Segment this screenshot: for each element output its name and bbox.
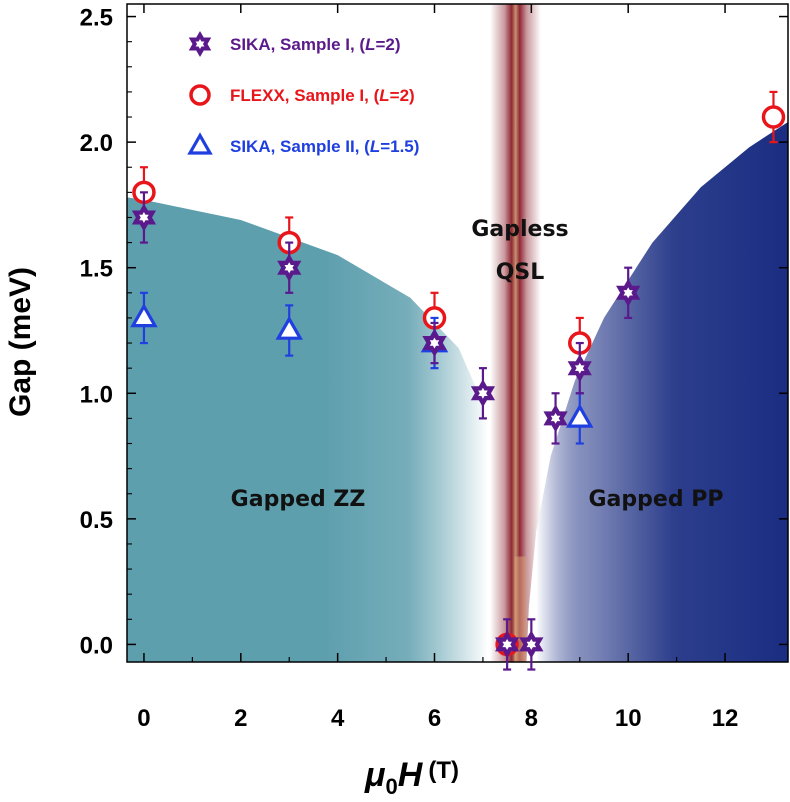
legend-label: FLEXX, Sample I, (L=2) [230,86,415,105]
legend-label-var: L [379,86,389,105]
legend: SIKA, Sample I, (L=2)FLEXX, Sample I, (L… [187,31,419,156]
marker-star-of-david-center [284,262,294,274]
data-point-star-of-david [495,618,520,671]
marker-triangle [130,303,158,328]
x-tick-label: 10 [615,705,642,732]
region-label-qsl-line2: QSL [496,260,545,285]
legend-label-prefix: SIKA, Sample I, ( [230,35,365,54]
data-point-star-of-david [422,321,447,365]
y-tick-label: 1.5 [80,256,113,283]
legend-label: SIKA, Sample II, (L=1.5) [230,137,419,156]
legend-item: FLEXX, Sample I, (L=2) [189,84,415,106]
legend-label-suffix: =2) [390,86,415,105]
gapless-qsl-band [490,4,542,662]
legend-label-suffix: =2) [375,35,400,54]
y-tick-label: 2.5 [80,5,113,32]
gapped-zz-region [127,197,515,662]
x-axis-title: μ0H(T) [364,756,459,799]
data-point-star-of-david [519,618,544,671]
data-point-star-of-david [131,191,157,244]
data-point-triangle [275,304,303,357]
legend-label-prefix: FLEXX, Sample I, ( [230,86,380,105]
phase-regions [127,4,788,662]
region-label-pp: Gapped PP [589,487,724,512]
marker-star-of-david-center [139,212,149,223]
legend-label-var: L [370,137,380,156]
data-point-star-of-david [567,341,592,395]
legend-label-suffix: =1.5) [380,137,419,156]
x-tick-label: 4 [331,705,345,732]
x-axis-ticks: 0 2 4 6 8 10 12 [137,4,738,732]
marker-star-of-david-center [478,387,488,399]
region-label-zz: Gapped ZZ [231,487,366,512]
x-axis-subscript: 0 [386,774,398,799]
marker-circle [761,105,786,129]
data-markers [130,90,786,671]
data-point-triangle [130,291,158,345]
data-point-circle [761,90,786,144]
x-tick-label: 0 [137,705,150,732]
marker-star-of-david-center [526,639,537,650]
data-point-triangle [566,392,594,445]
x-axis-mu: μ [364,756,386,794]
y-tick-label: 2.0 [80,130,113,157]
x-axis-unit: (T) [428,757,459,784]
x-tick-label: 12 [712,705,739,732]
legend-marker-circle [189,84,211,106]
marker-triangle [566,403,594,428]
data-point-star-of-david [543,392,568,445]
data-point-star-of-david [277,241,302,294]
marker-star-of-david-center [502,639,512,650]
y-tick-label: 0.5 [80,507,113,534]
x-tick-label: 2 [234,705,247,732]
legend-item: SIKA, Sample II, (L=1.5) [187,132,419,156]
marker-star-of-david-center [429,337,440,349]
marker-star-of-david-center [575,362,585,374]
x-tick-label: 6 [428,705,441,732]
x-axis-var: H [398,756,424,794]
legend-label-var: L [365,35,375,54]
marker-star-of-david-center [623,287,633,299]
gapped-pp-region [526,122,788,662]
plot-frame [126,3,789,663]
y-axis-ticks: 0.0 0.5 1.0 1.5 2.0 2.5 [80,5,788,659]
marker-triangle [275,315,303,340]
legend-label-prefix: SIKA, Sample II, ( [230,137,370,156]
legend-item: SIKA, Sample I, (L=2) [188,31,401,57]
y-tick-label: 1.0 [80,381,113,408]
legend-marker-triangle [187,132,213,155]
data-point-star-of-david [616,266,641,320]
qsl-stem [514,556,527,662]
x-tick-label: 8 [525,705,538,732]
marker-star-of-david-center [550,412,561,424]
legend-label: SIKA, Sample I, (L=2) [230,35,401,54]
y-axis-title: Gap (meV) [4,267,37,417]
y-tick-label: 0.0 [80,632,113,659]
region-label-qsl-line1: Gapless [471,217,568,242]
data-point-star-of-david [470,367,496,420]
legend-marker-star-of-david-center [195,39,205,49]
